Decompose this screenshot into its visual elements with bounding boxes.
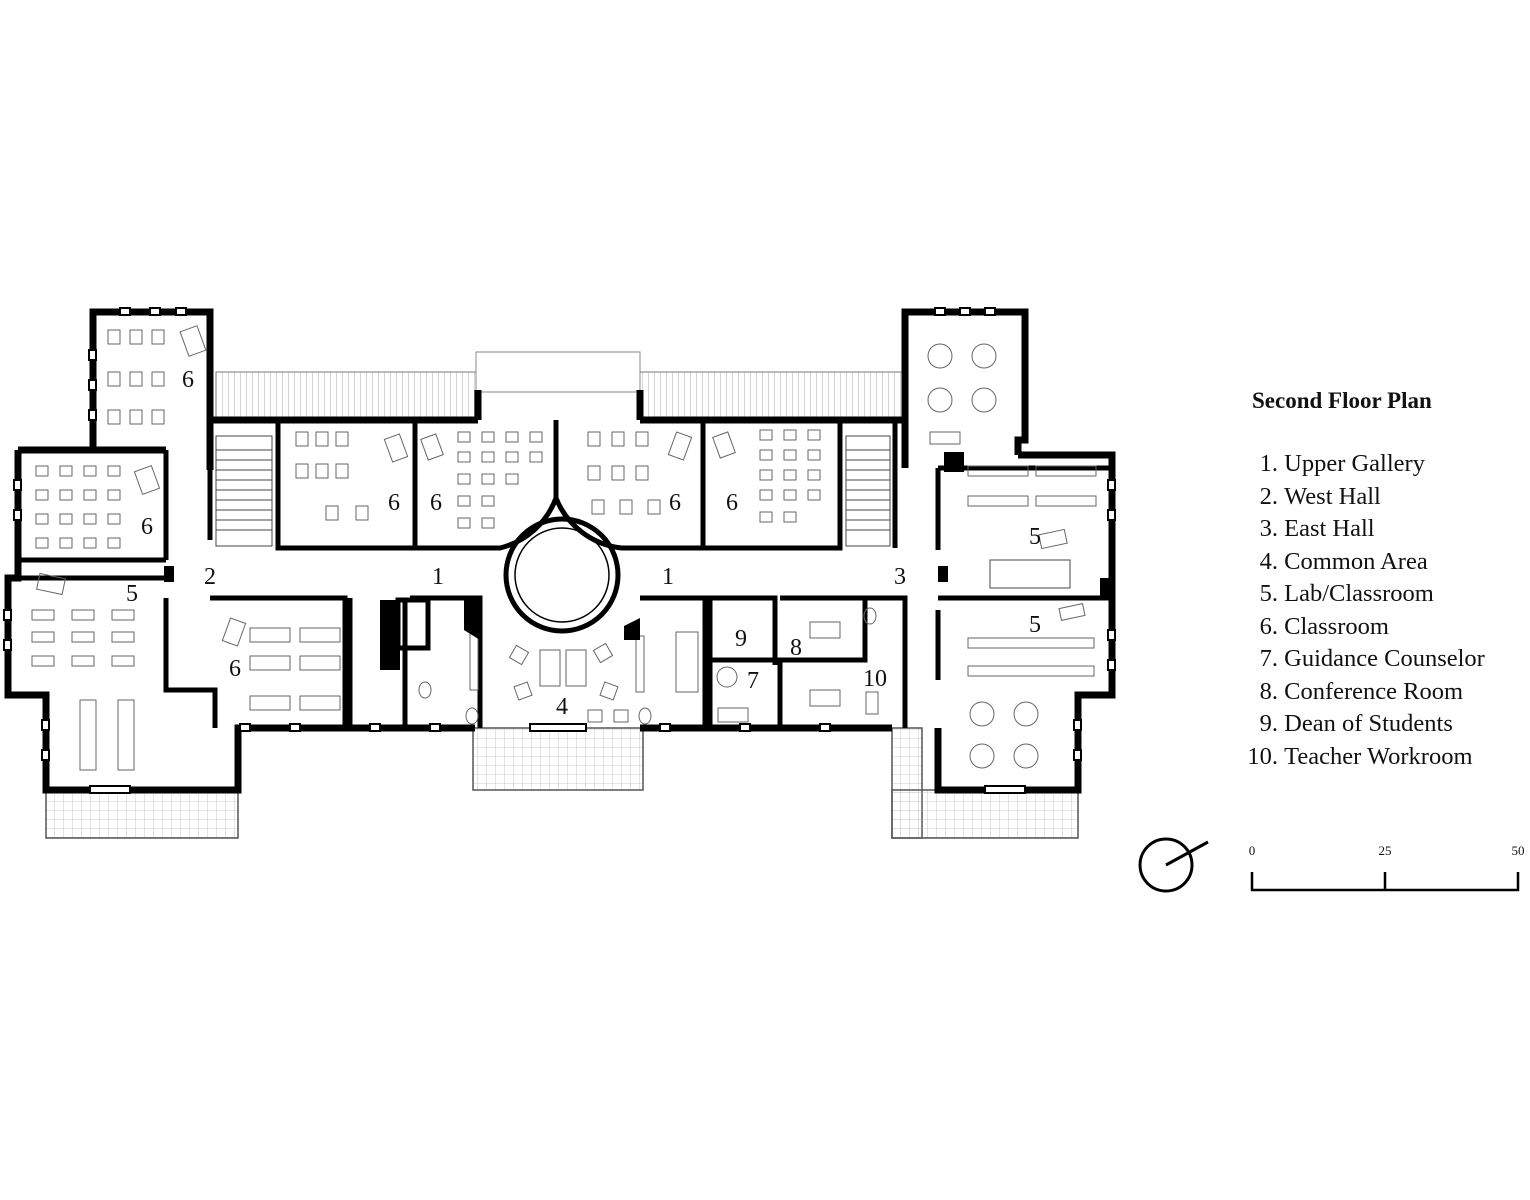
- room-tag: 6: [669, 490, 681, 516]
- legend-item: 5. Lab/Classroom: [1259, 580, 1434, 607]
- legend-item: 9. Dean of Students: [1259, 710, 1453, 737]
- windows: [3, 307, 1116, 794]
- room-tag: 1: [662, 564, 674, 590]
- solid-walls: [164, 452, 1114, 670]
- legend-item: 6. Classroom: [1259, 612, 1389, 640]
- desks-room-d: [295, 431, 409, 521]
- room-tag: 4: [556, 694, 568, 720]
- north-arrow-icon: [1138, 837, 1209, 893]
- scale-bar: 0 25 50: [1249, 843, 1525, 892]
- room-tag: 7: [747, 668, 759, 694]
- scale-tick-label: 50: [1512, 843, 1525, 858]
- stairs: [215, 435, 1071, 589]
- legend-item: 7. Guidance Counselor: [1259, 645, 1485, 672]
- desks-room-f: [587, 431, 693, 515]
- legend-item: 2. West Hall: [1259, 482, 1381, 510]
- room-tag: 8: [790, 635, 802, 661]
- room-tag: 6: [430, 490, 442, 516]
- furniture: [31, 325, 1097, 771]
- legend-item: 3. East Hall: [1259, 515, 1375, 542]
- round-tables-northeast: [927, 343, 997, 445]
- room-tag: 6: [726, 490, 738, 516]
- room-tag: 2: [204, 564, 216, 590]
- room-tag: 6: [388, 490, 400, 516]
- page-title: Second Floor Plan: [1252, 388, 1432, 413]
- lab-benches-east: [967, 465, 1097, 677]
- room-tag: 5: [126, 581, 138, 607]
- legend-list: 1. Upper Gallery 2. West Hall 3. East Ha…: [1236, 448, 1526, 773]
- room-tag: 1: [432, 564, 444, 590]
- room-tag: 3: [894, 564, 906, 590]
- scale-tick-label: 25: [1379, 843, 1392, 858]
- scale-tick-label: 0: [1249, 843, 1256, 858]
- desks-room-e: [420, 431, 543, 529]
- room-tag: 9: [735, 626, 747, 652]
- legend: Second Floor Plan 1. Upper Gallery 2. We…: [1236, 388, 1526, 773]
- legend-item: 1. Upper Gallery: [1259, 450, 1425, 477]
- legend-item: 4. Common Area: [1259, 547, 1428, 575]
- room-tag: 5: [1029, 612, 1041, 638]
- round-tables-southeast: [969, 701, 1039, 769]
- lounge-seating: [508, 642, 629, 723]
- desks-room-h: [221, 617, 341, 711]
- desks-room-c: [31, 572, 135, 771]
- restroom-fixtures: [383, 605, 877, 725]
- room-tag: 6: [182, 367, 194, 393]
- desks-room-a: [107, 325, 207, 425]
- rotunda: [503, 516, 621, 634]
- room-tag: 10: [863, 666, 887, 692]
- desks-room-g: [712, 429, 821, 523]
- legend-item: 10. Teacher Workroom: [1247, 742, 1473, 770]
- legend-item: 8. Conference Room: [1259, 677, 1464, 705]
- desks-room-b: [35, 465, 161, 549]
- room-tag: 5: [1029, 524, 1041, 550]
- conference-tables: [716, 621, 879, 723]
- terraces: [45, 351, 1079, 839]
- room-tag: 6: [141, 514, 153, 540]
- room-tag: 6: [229, 656, 241, 682]
- room-tags: 6 6 5 2 6 6 6 6 6 1 1 4 9 8 7 10 3 5 5: [126, 367, 1041, 720]
